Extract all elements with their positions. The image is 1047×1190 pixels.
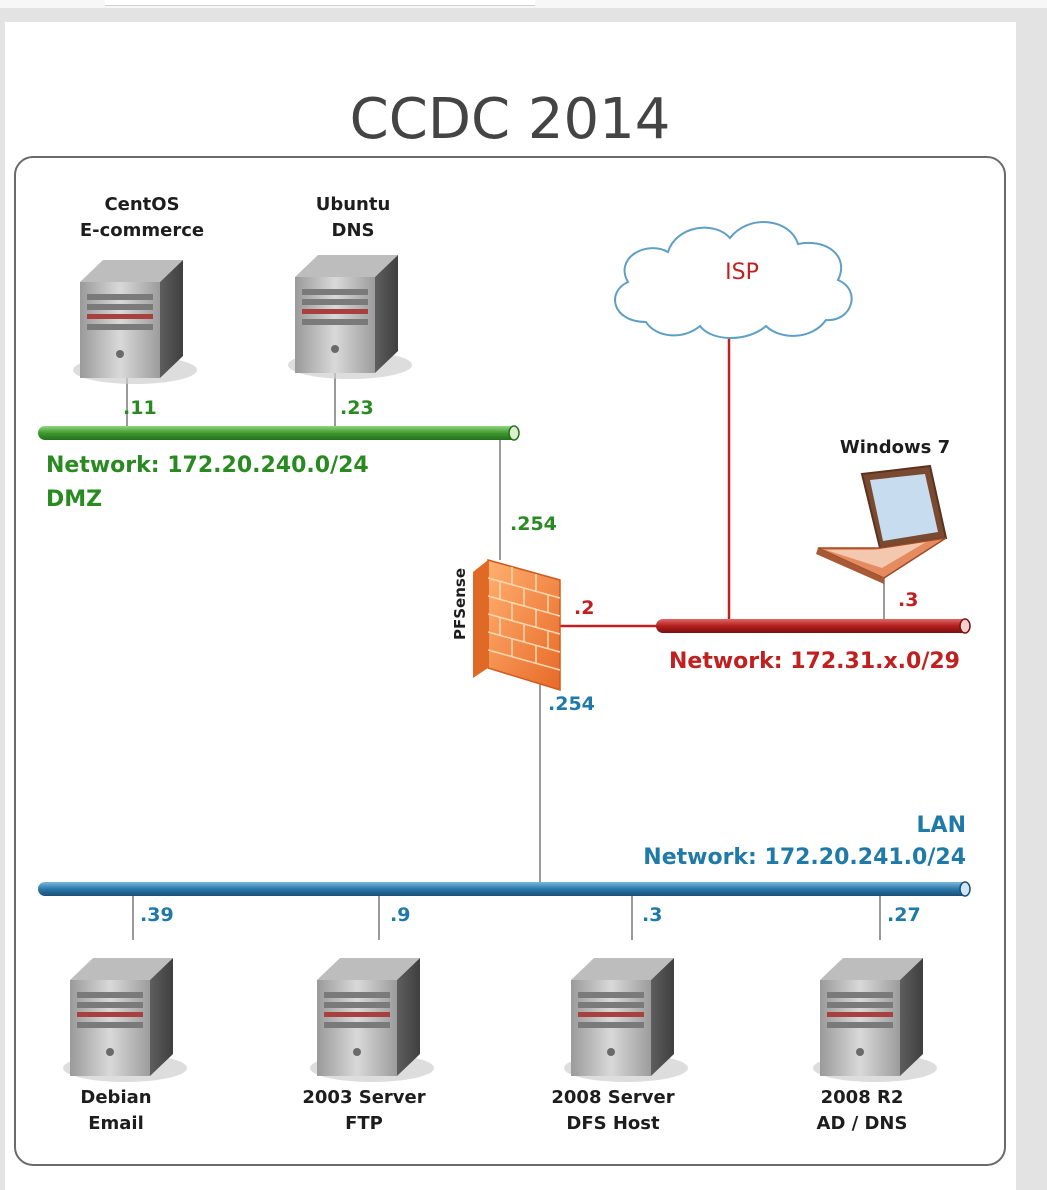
ip-ubuntu: .23 xyxy=(340,397,374,419)
server-name-2003: 2003 Server xyxy=(302,1087,425,1108)
server-name-2008: 2008 Server xyxy=(551,1087,674,1108)
top-strip xyxy=(0,0,1047,8)
server-role-2008r2: AD / DNS xyxy=(817,1113,908,1134)
brick-firewall-icon xyxy=(473,559,561,692)
isp-label: ISP xyxy=(725,260,759,285)
ip-firewall-external: .2 xyxy=(574,597,594,619)
external-network-label: Network: 172.31.x.0/29 xyxy=(669,649,960,674)
dmz-network-bus xyxy=(38,425,520,441)
lan-network-bus xyxy=(38,881,971,897)
external-network-bus xyxy=(656,618,971,634)
server-role-ubuntu: DNS xyxy=(332,220,375,241)
ip-2008r2: .27 xyxy=(887,904,921,926)
server-name-centos: CentOS xyxy=(104,194,179,215)
diagram-title: CCDC 2014 xyxy=(350,87,671,152)
ip-windows7: .3 xyxy=(898,589,918,611)
workstation-name: Windows 7 xyxy=(840,437,950,458)
dmz-name-label: DMZ xyxy=(46,487,102,512)
server-role-2008: DFS Host xyxy=(566,1113,660,1134)
ip-debian: .39 xyxy=(140,904,174,926)
ip-2008: .3 xyxy=(642,904,662,926)
ip-firewall-dmz: .254 xyxy=(510,513,557,535)
server-icon-debian xyxy=(63,958,187,1082)
ip-centos: .11 xyxy=(123,397,157,419)
dmz-network-label: Network: 172.20.240.0/24 xyxy=(46,453,369,478)
lan-network-label: Network: 172.20.241.0/24 xyxy=(643,845,966,870)
diagram-frame xyxy=(14,156,1006,1166)
server-icon-2008r2 xyxy=(813,958,937,1082)
firewall-name-label: PFSense xyxy=(451,568,469,640)
server-icon-ubuntu xyxy=(288,255,412,379)
server-name-ubuntu: Ubuntu xyxy=(316,194,391,215)
server-role-2003: FTP xyxy=(345,1113,383,1134)
server-icon-2003 xyxy=(310,958,434,1082)
ip-firewall-lan: .254 xyxy=(548,693,595,715)
server-name-2008r2: 2008 R2 xyxy=(821,1087,904,1108)
server-role-centos: E-commerce xyxy=(80,220,204,241)
lan-name-label: LAN xyxy=(917,813,966,838)
server-name-debian: Debian xyxy=(80,1087,151,1108)
server-icon-centos xyxy=(73,260,197,384)
ip-2003: .9 xyxy=(390,904,410,926)
cloud-icon xyxy=(614,221,853,339)
server-role-debian: Email xyxy=(88,1113,144,1134)
laptop-icon xyxy=(816,464,948,584)
server-icon-2008 xyxy=(564,958,688,1082)
top-strip-tab xyxy=(105,0,535,6)
